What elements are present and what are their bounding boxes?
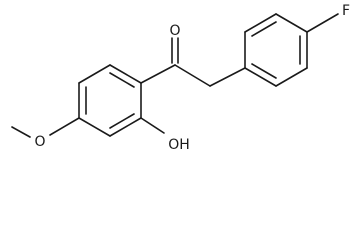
bond-ring-b-double-1 [251, 21, 277, 37]
methoxy-group [11, 117, 80, 138]
bond-ring-a-double-1 [109, 72, 135, 88]
bond-ring-b-2 [244, 13, 277, 33]
bond-ring-b-3 [275, 13, 308, 33]
bond-ring-a-double-3 [109, 113, 135, 129]
bond-methoxy-oxygen-to-methyl [11, 126, 31, 138]
bond-ring-a-4 [78, 117, 111, 137]
bond-carbonyl-to-ch2 [174, 64, 211, 87]
bond-ch2-to-ring [209, 67, 246, 87]
bond-ring-to-carbonyl [140, 64, 176, 84]
bond-ring-to-fluorine [306, 13, 339, 33]
fluorine-label: F [342, 3, 350, 19]
right-benzene-ring [244, 13, 339, 87]
chemical-structure-diagram: O F O OH [11, 3, 350, 153]
bond-ring-to-hydroxyl [140, 117, 165, 134]
bond-ring-a-2 [78, 64, 111, 84]
methoxy-oxygen-label: O [34, 134, 45, 150]
bond-ring-a-5 [109, 117, 142, 137]
bond-ring-b-6 [244, 67, 277, 87]
bond-ring-to-methoxy-oxygen [49, 117, 80, 136]
bond-ring-b-5 [275, 67, 308, 87]
bond-ring-b-double-3 [251, 63, 277, 79]
hydroxyl-label: OH [168, 137, 190, 153]
left-benzene-ring [78, 64, 142, 137]
ketone-group [140, 37, 246, 87]
bond-ring-a-1 [109, 64, 142, 84]
hydroxyl-group [140, 117, 165, 134]
carbonyl-oxygen-label: O [169, 23, 180, 39]
